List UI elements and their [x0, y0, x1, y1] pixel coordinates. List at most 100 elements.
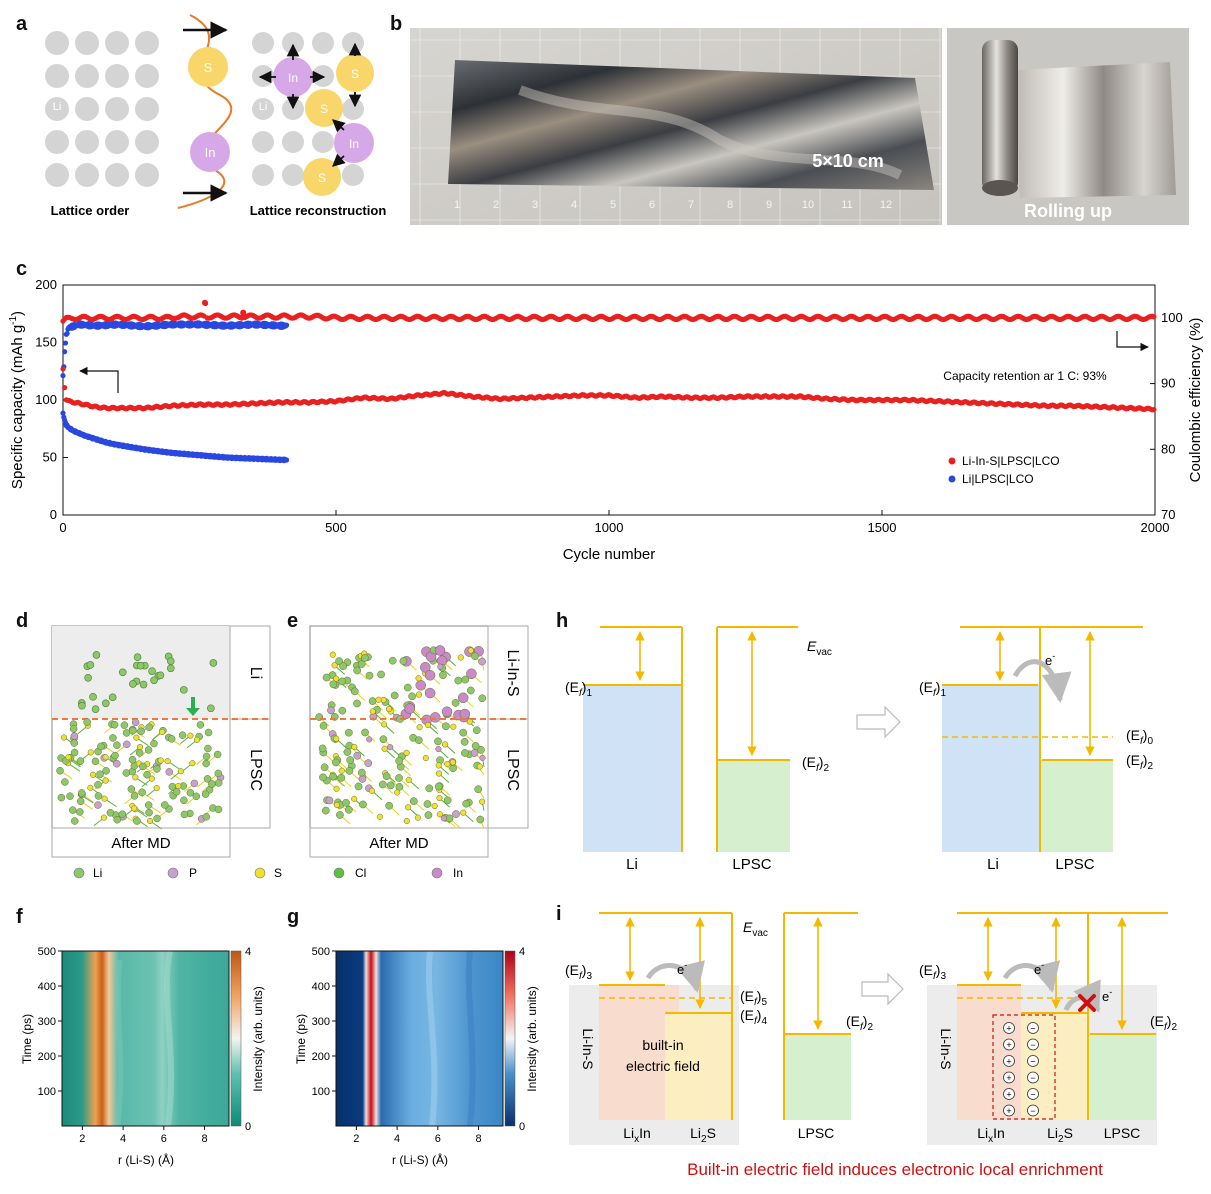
atom [381, 745, 388, 752]
lattice-atom [282, 131, 304, 153]
atom [214, 769, 223, 778]
atom [403, 749, 410, 756]
atom [368, 697, 377, 705]
heatmap-f [62, 951, 229, 1126]
electron-transfer-arrow-i-right [1002, 960, 1060, 993]
in-atom-free-label: In [205, 145, 216, 160]
atom [319, 721, 328, 730]
li2s-label-left: Li2S [690, 1125, 716, 1145]
atom [478, 657, 486, 666]
band-lines-i-left [599, 912, 858, 1120]
atom [434, 645, 446, 656]
atom [399, 657, 408, 665]
atom [167, 735, 176, 743]
li2s-fill-left [665, 1013, 732, 1120]
y-tick-label: 500 [312, 946, 330, 958]
atom [333, 735, 340, 742]
atom [353, 751, 362, 760]
atom [467, 647, 474, 654]
panel-d-side-top: Li [247, 667, 264, 679]
atom [466, 668, 477, 680]
atom [329, 680, 338, 689]
chart-c-annotation: Capacity retention ar 1 C: 93% [943, 369, 1107, 383]
atom [381, 721, 388, 728]
atom [436, 811, 443, 818]
atom [325, 796, 334, 805]
heatmap-f-cbar-label: Intensity (arb. units) [251, 986, 265, 1091]
ruler-number: 4 [571, 199, 577, 211]
atom [193, 736, 201, 743]
in-atom-2-label: In [349, 137, 359, 151]
atom [213, 750, 222, 759]
atom [68, 806, 77, 814]
atom [390, 691, 399, 700]
atom [369, 708, 376, 715]
atom [145, 808, 153, 817]
lpsc-fill-left [784, 1034, 851, 1120]
atom [478, 694, 487, 703]
in-atom-1-label: In [288, 71, 298, 85]
atom [203, 775, 212, 783]
atom [472, 726, 481, 735]
atom [382, 772, 391, 781]
negative-charge-icon [1027, 1038, 1039, 1051]
capacity-point [60, 366, 66, 372]
atom [462, 799, 471, 808]
li-atom [166, 664, 175, 673]
li-atom [139, 680, 148, 689]
li-atom [118, 668, 127, 677]
lattice-atom [75, 64, 99, 88]
atom [431, 802, 438, 810]
lattice-atom [312, 131, 334, 153]
cbar-tick-label: 0 [519, 1121, 525, 1133]
atom [424, 721, 432, 729]
lattice-atom [75, 163, 99, 187]
atom [70, 732, 79, 740]
ef0-label-h-right: (Ef)0 [1126, 727, 1153, 747]
ruler-number: 3 [532, 199, 538, 211]
atom [441, 706, 453, 717]
atom [440, 815, 447, 822]
panel-letter-b: b [390, 13, 402, 35]
heatmap-g-streak-1 [425, 950, 438, 1127]
lpsc-band-fill [717, 760, 790, 852]
li-atom [150, 676, 158, 685]
atom [118, 810, 127, 818]
atom [83, 718, 91, 726]
atom [102, 767, 110, 775]
heatmap-g-streak-2 [465, 950, 476, 1127]
atom [71, 817, 79, 825]
x-tick-label: 2 [353, 1133, 359, 1145]
atom [331, 662, 338, 669]
atom [471, 652, 479, 661]
lixin-label-right: LixIn [977, 1125, 1005, 1145]
atom [153, 814, 161, 823]
atom [327, 706, 335, 715]
atom [178, 731, 187, 739]
atom [351, 795, 358, 802]
ef1-label-h-left: (Ef)1 [565, 679, 592, 699]
efficiency-outlier [240, 309, 247, 316]
panel-i-caption: Built-in electric field induces electron… [687, 1160, 1103, 1179]
atom [474, 785, 483, 794]
lattice-atom [105, 97, 129, 121]
lattice-atom [135, 130, 159, 154]
atom [435, 746, 442, 753]
atom [405, 804, 412, 811]
atom [204, 728, 213, 737]
chart-c-xlabel: Cycle number [563, 546, 656, 563]
li-atom [166, 657, 175, 665]
atom [457, 654, 464, 661]
li-atom [209, 659, 218, 667]
legend-li-in-s-marker [948, 457, 956, 465]
atom [186, 789, 195, 797]
panel-d-side-bottom: LPSC [247, 749, 264, 791]
y-tick-label: 300 [38, 1016, 56, 1028]
heatmap-f-xlabel: r (Li-S) (Å) [118, 1152, 174, 1167]
atom [333, 801, 341, 809]
foil-reflection [518, 85, 903, 180]
atom [131, 718, 140, 727]
